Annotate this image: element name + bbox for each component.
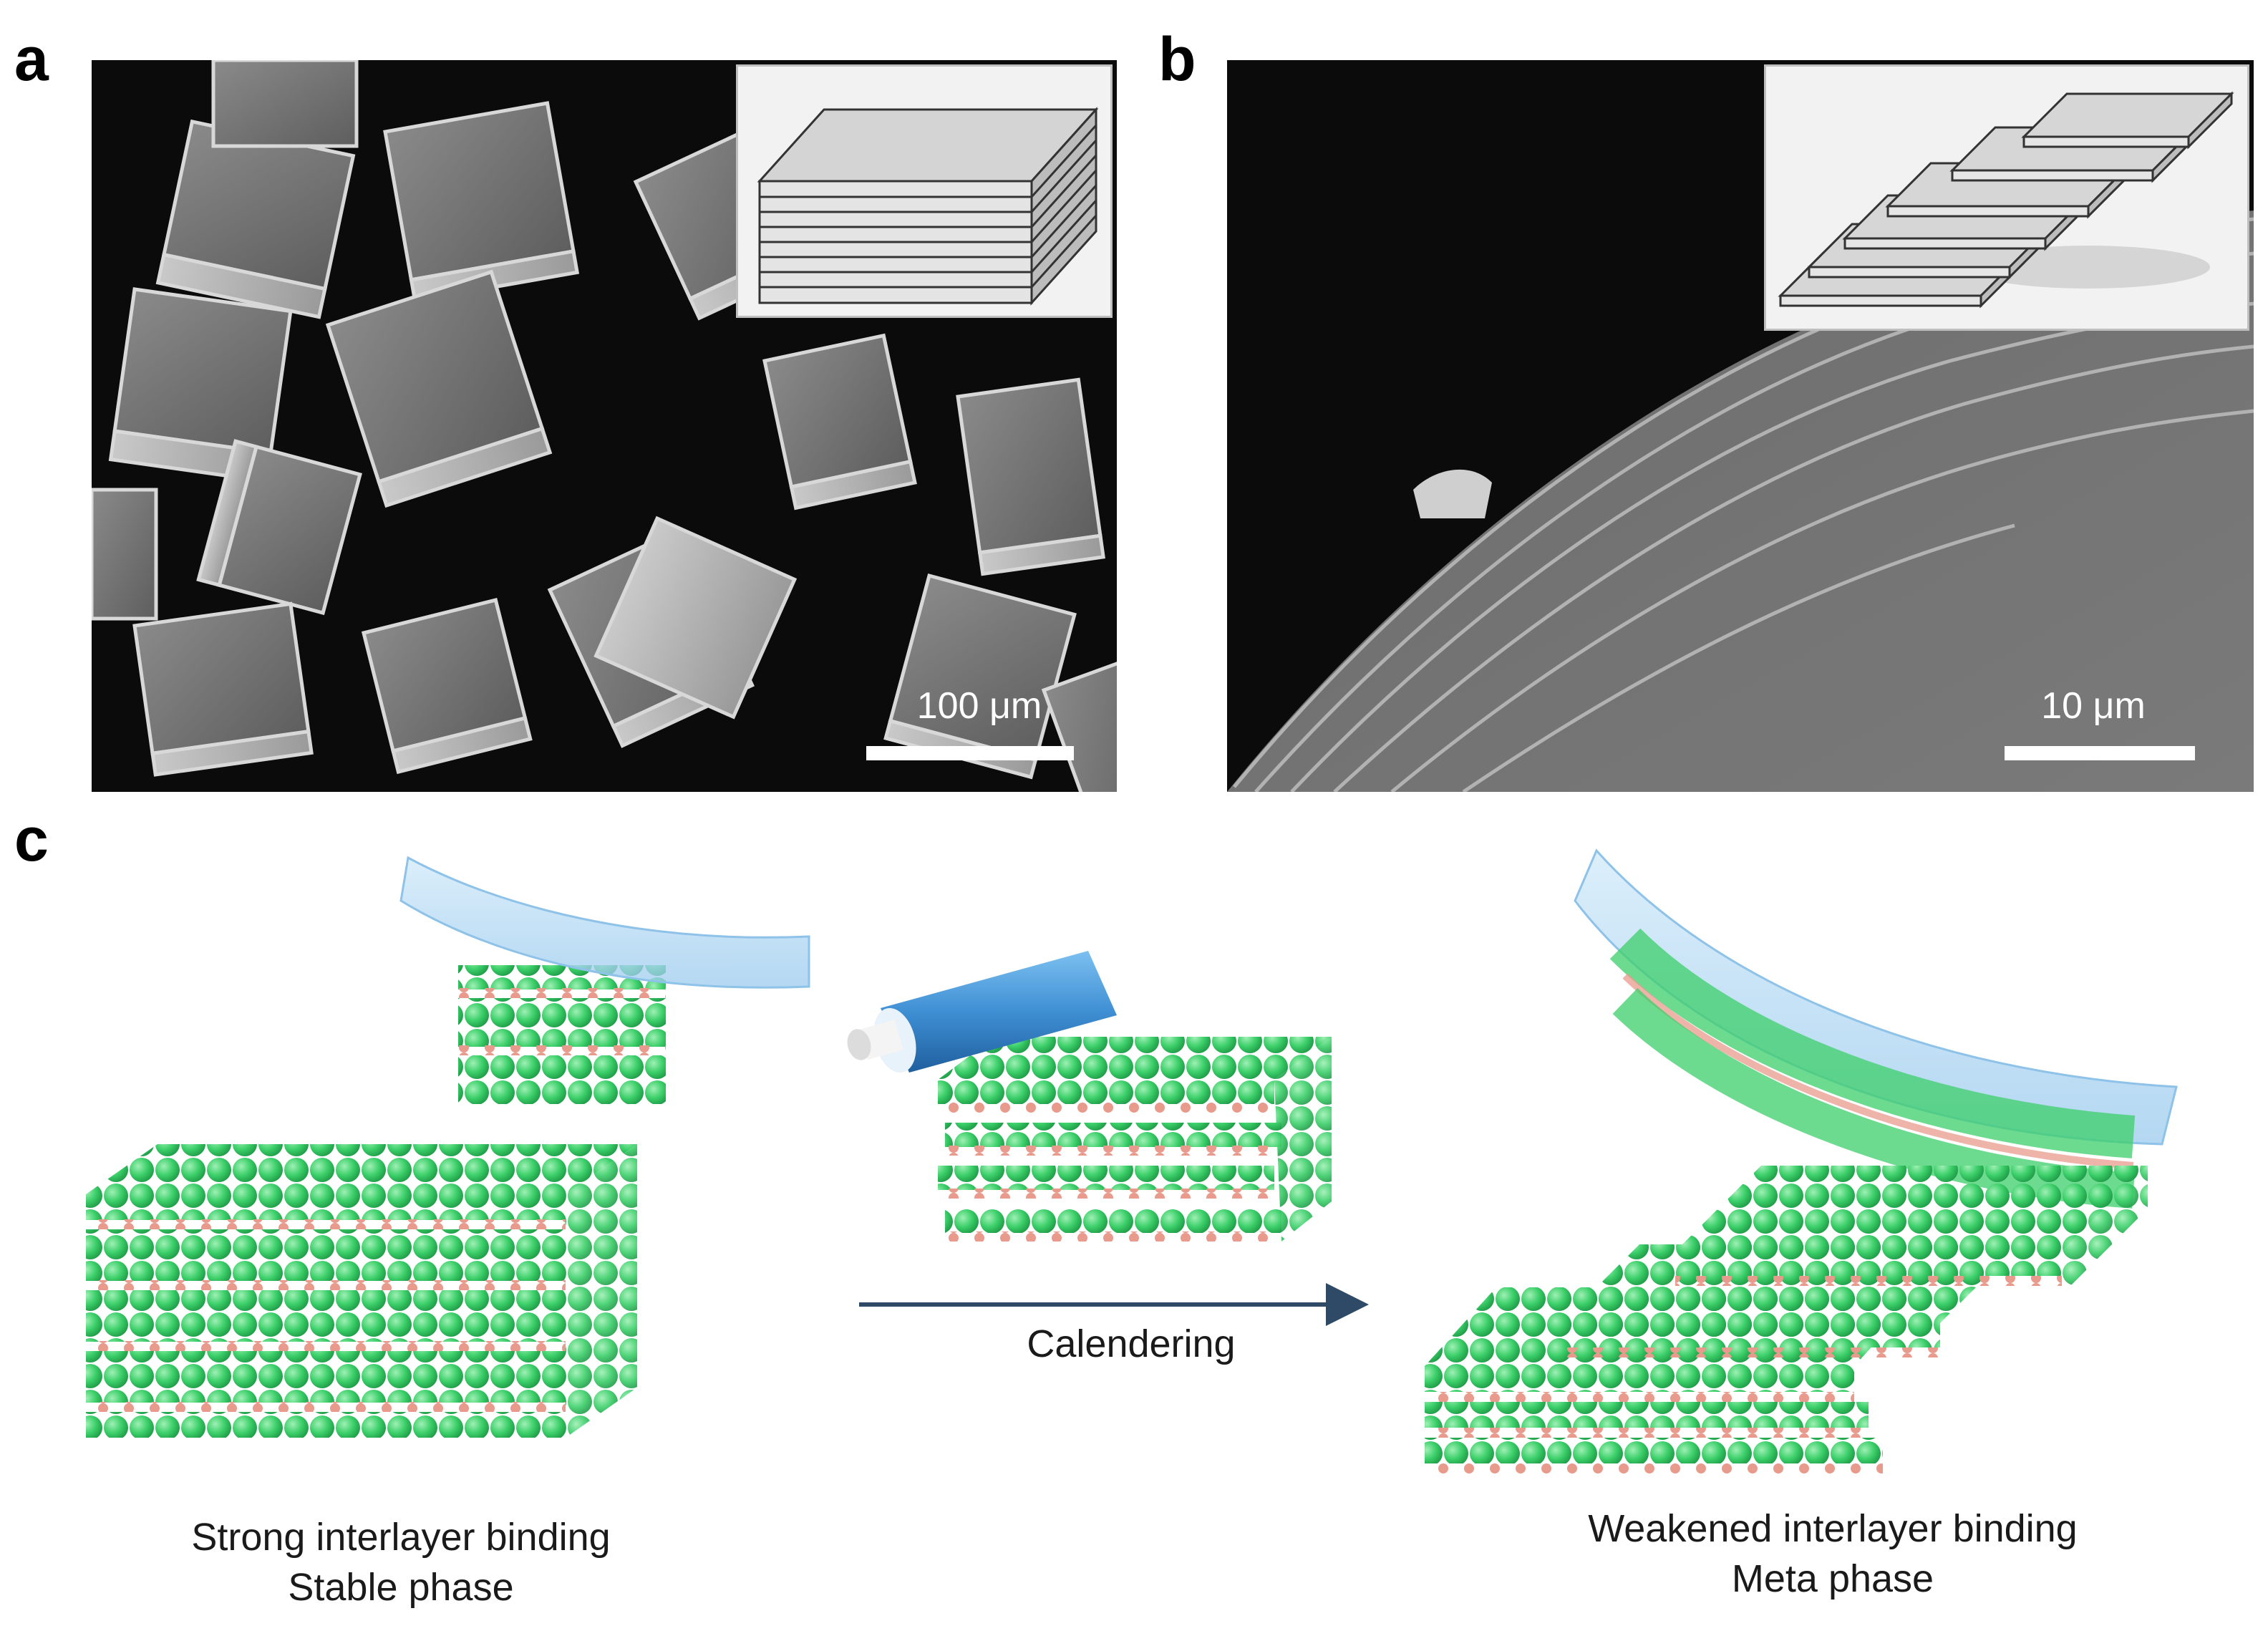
crystal [132,601,314,777]
crystal [383,101,580,304]
sem-image-layered-surface: 10 μm [1227,60,2254,792]
scale-bar-label-a: 100 μm [916,685,1042,727]
crystal [155,119,356,319]
meta-phase-caption: Weakened interlayer binding Meta phase [1525,1504,2141,1604]
roller [847,951,1117,1073]
meta-caption-line2: Meta phase [1731,1557,1934,1601]
meta-caption-line1: Weakened interlayer binding [1588,1507,2078,1550]
crystal [325,269,553,508]
crystal [196,439,362,616]
panel-label-c: c [14,805,49,874]
scale-bar-a [866,746,1074,760]
stable-caption-line2: Stable phase [288,1566,514,1610]
peeled-flake-left [458,965,666,1104]
calendered-stack [938,1037,1332,1242]
sem-image-crystals: 100 μm [92,60,1117,792]
crystal [361,598,533,775]
crystal [593,516,798,720]
calendering-label: Calendering [1027,1322,1236,1365]
crystal-particles [92,60,1117,792]
scale-bar-label-b: 10 μm [2041,685,2146,727]
crystal [211,60,359,148]
panel-label-b: b [1158,25,1196,94]
crystal [762,333,917,510]
stable-phase-crystal [86,856,810,1438]
scale-bar-b [2005,746,2195,760]
crystal [108,287,293,484]
sheared-layers-right [1425,1166,2148,1473]
stable-caption-line1: Strong interlayer binding [191,1516,611,1559]
inset-sliding-layers [1764,64,2249,331]
adhesive-film-left [399,856,810,989]
calendering-schematic [86,848,2178,1473]
meta-phase-crystal [1425,848,2178,1473]
panel-label-a: a [14,25,49,94]
stable-phase-caption: Strong interlayer binding Stable phase [115,1512,687,1612]
crystal [92,488,158,621]
inset-stacked-layers [736,64,1113,318]
crystal [956,377,1105,576]
bulk-block-left [86,1144,637,1438]
